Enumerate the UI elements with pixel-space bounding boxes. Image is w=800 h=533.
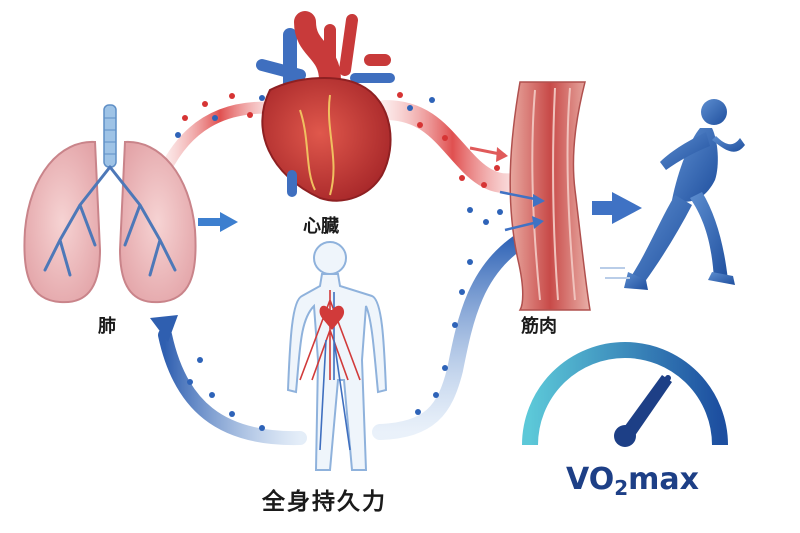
heart-label: 心臓: [303, 216, 339, 237]
vo2-prefix: VO: [566, 462, 615, 497]
flow-body-to-muscle: [372, 230, 533, 440]
heart-icon: [256, 11, 395, 202]
arrow-muscle-right: [592, 192, 642, 224]
endurance-label: 全身持久力: [262, 489, 387, 515]
runner-speed-lines: [600, 267, 630, 279]
vo2max-label: VO2max: [566, 462, 699, 500]
flow-return-to-lungs: [150, 315, 307, 446]
vo2-subscript: 2: [614, 476, 629, 500]
muscle-icon: [499, 81, 591, 311]
lungs-icon: [23, 104, 197, 304]
return-arrowhead: [150, 315, 178, 342]
gauge-icon: [522, 342, 728, 447]
lungs-label: 肺: [98, 316, 116, 337]
runner-icon: [624, 99, 745, 290]
flow-lungs-to-heart: [159, 101, 281, 176]
muscle-label: 筋肉: [521, 316, 557, 337]
vo2-suffix: max: [628, 462, 699, 497]
body-icon: [286, 241, 388, 471]
arrow-lungs-right: [198, 212, 238, 232]
flow-heart-to-muscle: [375, 100, 530, 194]
